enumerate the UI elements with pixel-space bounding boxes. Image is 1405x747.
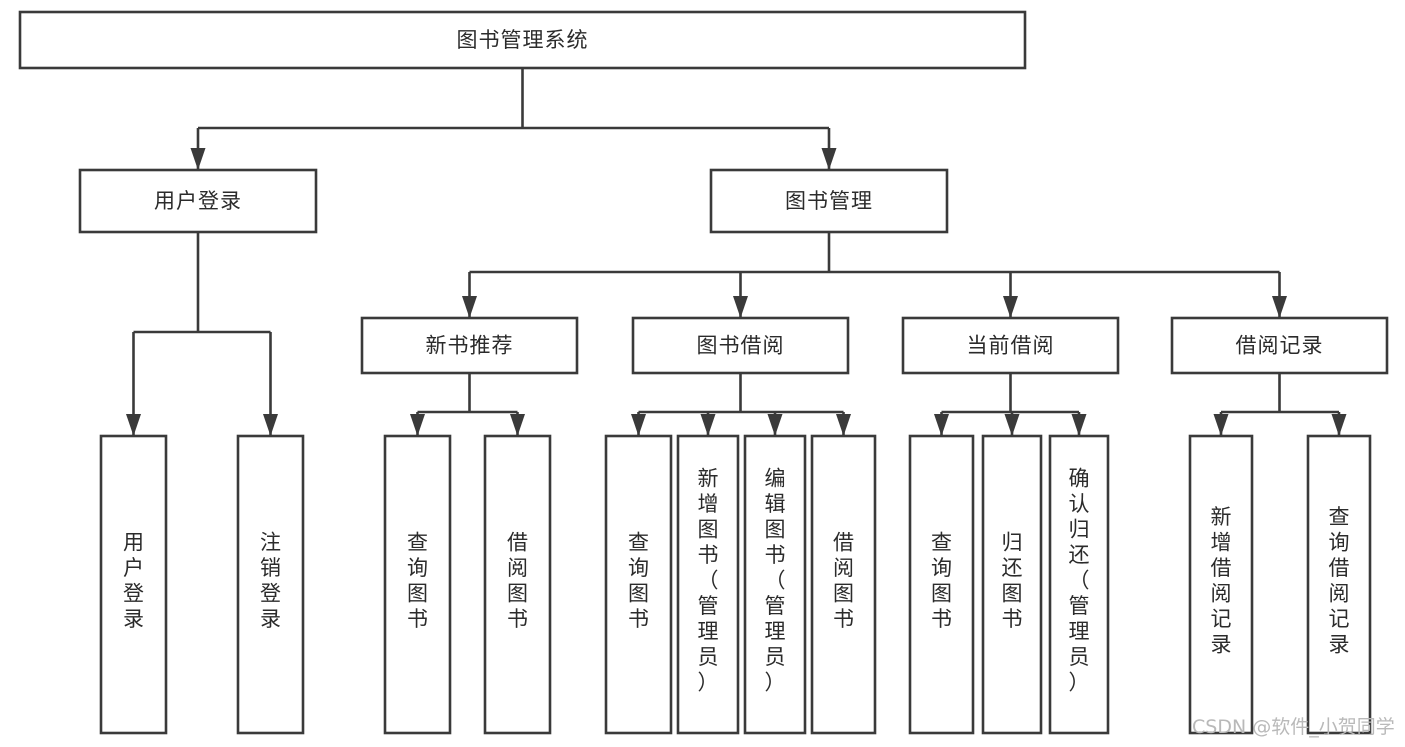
arrow-head-icon — [1071, 414, 1087, 436]
node-rect — [981, 434, 1043, 735]
node-rect — [743, 434, 807, 735]
arrow-head-icon — [462, 296, 477, 318]
node-rect — [360, 316, 579, 375]
arrow-head-icon — [410, 414, 425, 436]
node-user-login[interactable]: 用户登录 — [78, 168, 318, 234]
node-rect — [901, 316, 1120, 375]
node-label: 借阅图书 — [507, 530, 528, 631]
node-label: 借阅图书 — [833, 530, 854, 631]
node-book-borrow[interactable]: 图书借阅 — [631, 316, 850, 375]
connectors-layer — [126, 68, 1347, 436]
node-label: 借阅记录 — [1236, 334, 1324, 358]
node-leaf-query-book-recommend[interactable]: 查询图书 — [383, 434, 452, 735]
arrow-head-icon — [1213, 414, 1229, 436]
node-rect — [236, 434, 305, 735]
node-leaf-borrow-book[interactable]: 借阅图书 — [810, 434, 877, 735]
node-borrow-record[interactable]: 借阅记录 — [1170, 316, 1389, 375]
node-leaf-edit-book[interactable]: 编辑图书（管理员） — [743, 434, 807, 735]
node-rect — [18, 10, 1027, 70]
node-leaf-query-borrow-record[interactable]: 查询借阅记录 — [1306, 434, 1372, 735]
arrow-head-icon — [700, 414, 716, 436]
node-label: 确认归还（管理员） — [1069, 467, 1090, 695]
node-rect — [908, 434, 975, 735]
node-rect — [1170, 316, 1389, 375]
node-rect — [810, 434, 877, 735]
arrow-head-icon — [934, 414, 949, 436]
arrow-head-icon — [126, 414, 141, 436]
arrow-head-icon — [1004, 414, 1020, 436]
node-root-root[interactable]: 图书管理系统 — [18, 10, 1027, 70]
node-leaf-user-logout[interactable]: 注销登录 — [236, 434, 305, 735]
arrow-head-icon — [190, 148, 206, 170]
arrow-head-icon — [733, 296, 748, 318]
node-label: 新增图书（管理员） — [698, 467, 719, 695]
node-label: 图书借阅 — [697, 334, 785, 358]
node-label: 查询图书 — [628, 530, 649, 631]
arrow-head-icon — [1331, 414, 1347, 436]
node-leaf-add-book[interactable]: 新增图书（管理员） — [676, 434, 740, 735]
arrow-head-icon — [821, 148, 837, 170]
node-label: 当前借阅 — [967, 334, 1055, 358]
arrow-head-icon — [1272, 296, 1287, 318]
node-rect — [1306, 434, 1372, 735]
node-label: 查询借阅记录 — [1329, 505, 1350, 657]
node-rect — [1188, 434, 1254, 735]
arrow-head-icon — [510, 414, 525, 436]
node-label: 新增借阅记录 — [1211, 505, 1232, 657]
node-label: 归还图书 — [1002, 530, 1023, 631]
node-rect — [709, 168, 949, 234]
node-label: 图书管理系统 — [457, 28, 589, 52]
node-label: 查询图书 — [407, 530, 428, 631]
node-leaf-return-book[interactable]: 归还图书 — [981, 434, 1043, 735]
arrow-head-icon — [836, 414, 851, 436]
node-leaf-query-book-borrow[interactable]: 查询图书 — [604, 434, 673, 735]
node-leaf-user-login[interactable]: 用户登录 — [99, 434, 168, 735]
node-book-management[interactable]: 图书管理 — [709, 168, 949, 234]
node-leaf-borrow-book-recommend[interactable]: 借阅图书 — [483, 434, 552, 735]
node-current-borrow[interactable]: 当前借阅 — [901, 316, 1120, 375]
node-leaf-query-book-current[interactable]: 查询图书 — [908, 434, 975, 735]
node-rect — [1048, 434, 1110, 735]
node-rect — [78, 168, 318, 234]
nodes-layer: 图书管理系统用户登录图书管理新书推荐图书借阅当前借阅借阅记录用户登录注销登录查询… — [18, 10, 1389, 735]
node-rect — [99, 434, 168, 735]
node-label: 用户登录 — [123, 530, 144, 631]
node-label: 注销登录 — [260, 530, 281, 631]
node-leaf-add-borrow-record[interactable]: 新增借阅记录 — [1188, 434, 1254, 735]
node-rect — [383, 434, 452, 735]
arrow-head-icon — [631, 414, 646, 436]
node-new-book-recommend[interactable]: 新书推荐 — [360, 316, 579, 375]
node-rect — [676, 434, 740, 735]
arrow-head-icon — [767, 414, 783, 436]
node-label: 编辑图书（管理员） — [765, 467, 786, 695]
node-label: 新书推荐 — [426, 334, 514, 358]
node-label: 查询图书 — [931, 530, 952, 631]
node-rect — [604, 434, 673, 735]
arrow-head-icon — [1003, 296, 1018, 318]
node-label: 图书管理 — [785, 189, 873, 213]
node-rect — [631, 316, 850, 375]
arrow-head-icon — [263, 414, 278, 436]
node-rect — [483, 434, 552, 735]
watermark-text: CSDN @软件_小贺同学 — [1192, 716, 1395, 738]
node-label: 用户登录 — [154, 189, 242, 213]
node-leaf-confirm-return[interactable]: 确认归还（管理员） — [1048, 434, 1110, 735]
